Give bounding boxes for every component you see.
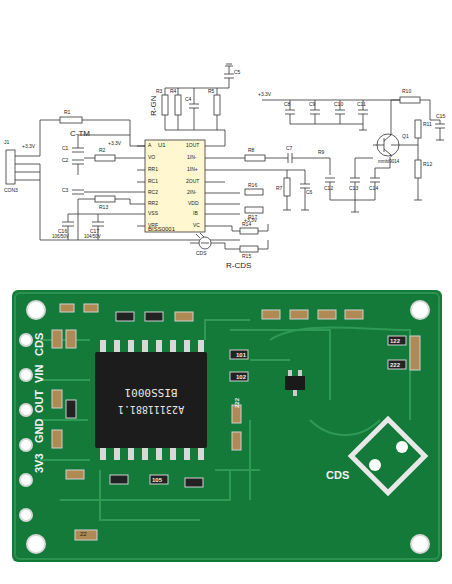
component-label: R17 (248, 215, 257, 220)
component-label: C14 (369, 186, 378, 191)
component-label: R12 (423, 162, 432, 167)
component-label: R16 (248, 183, 257, 188)
component-label: R-CDS (226, 262, 251, 270)
component-label: C10 (334, 102, 343, 107)
component-label: C4 (185, 97, 191, 102)
component-label: R2 (99, 148, 105, 153)
component-label: R-GN (150, 96, 158, 116)
component-label: C5 (234, 70, 240, 75)
silkscreen-label: 101 (236, 352, 246, 358)
silkscreen-label: 122 (390, 338, 400, 344)
component-label: C15 (436, 114, 445, 119)
component-label: C7 (286, 146, 292, 151)
component-label: VDD (188, 201, 199, 206)
component-label: C12 (324, 186, 333, 191)
silkscreen-label: CDS (34, 333, 45, 356)
component-label: C2 (62, 158, 68, 163)
component-label: C17 (90, 229, 99, 234)
component-label: R15 (242, 254, 251, 259)
component-label: 1OUT (186, 143, 199, 148)
silkscreen-label: 105 (152, 477, 162, 483)
component-label: R5 (208, 89, 214, 94)
component-label: VO (148, 155, 155, 160)
component-label: R1 (64, 110, 70, 115)
silkscreen-label: 222 (234, 398, 240, 408)
schematic-wires (6, 64, 445, 252)
component-label: +3.3V (258, 92, 271, 97)
component-label: 106/50V (52, 235, 69, 240)
ic-outline (145, 140, 205, 232)
component-label: C9 (309, 102, 315, 107)
part-name: A23111881.1 (118, 404, 184, 415)
component-label: +3.3V (22, 144, 35, 149)
component-label: J1 (4, 140, 9, 145)
component-label: R9 (318, 150, 324, 155)
component-label: C6 (306, 190, 312, 195)
component-label: R14 (242, 222, 251, 227)
silkscreen-label: 222 (390, 362, 400, 368)
component-label: R7 (276, 186, 282, 191)
component-label: C13 (349, 186, 358, 191)
component-label: C11 (357, 102, 366, 107)
pcb-photo (12, 290, 442, 562)
silkscreen-label: VIN (34, 365, 45, 383)
component-label: RR1 (148, 167, 158, 172)
silkscreen-label: 102 (236, 374, 246, 380)
silkscreen-label: CDS (326, 470, 349, 481)
part-name: U1 (158, 142, 166, 149)
component-label: R13 (99, 205, 108, 210)
component-label: mmbt9014 (378, 160, 399, 165)
component-label: VRF (148, 223, 158, 228)
component-label: R10 (402, 89, 411, 94)
component-label: +3.3V (108, 141, 121, 146)
component-label: Q1 (402, 134, 409, 139)
component-label: C-TM (70, 130, 90, 138)
component-label: IB (193, 211, 198, 216)
component-label: RR2 (148, 201, 158, 206)
component-label: C3 (62, 188, 68, 193)
component-label: A (148, 143, 151, 148)
part-number: BISS0001 (125, 385, 178, 397)
component-label: CDS (196, 251, 207, 256)
component-label: 2IN- (187, 190, 196, 195)
component-label: R4 (170, 89, 176, 94)
component-label: RC1 (148, 179, 158, 184)
silkscreen-label: OUT (34, 390, 45, 413)
component-label: C8 (284, 102, 290, 107)
component-label: 2OUT (186, 179, 199, 184)
component-label: VC (193, 223, 200, 228)
component-label: 104/50V (84, 235, 101, 240)
component-label: C16 (58, 229, 67, 234)
ic-chip: A23111881.1 BISS0001 (95, 352, 207, 448)
component-label: CON3 (4, 188, 18, 193)
component-label: R11 (423, 122, 432, 127)
component-label: RC2 (148, 190, 158, 195)
component-label: 1IN+ (187, 167, 198, 172)
component-label: 22 (80, 531, 87, 537)
component-label: R3 (156, 89, 162, 94)
component-label: R8 (248, 148, 254, 153)
silkscreen-label: GND (34, 419, 45, 443)
silkscreen-label: 3V3 (34, 453, 45, 473)
component-label: 1IN- (187, 155, 196, 160)
component-label: VSS (148, 211, 158, 216)
component-label: C1 (62, 146, 68, 151)
